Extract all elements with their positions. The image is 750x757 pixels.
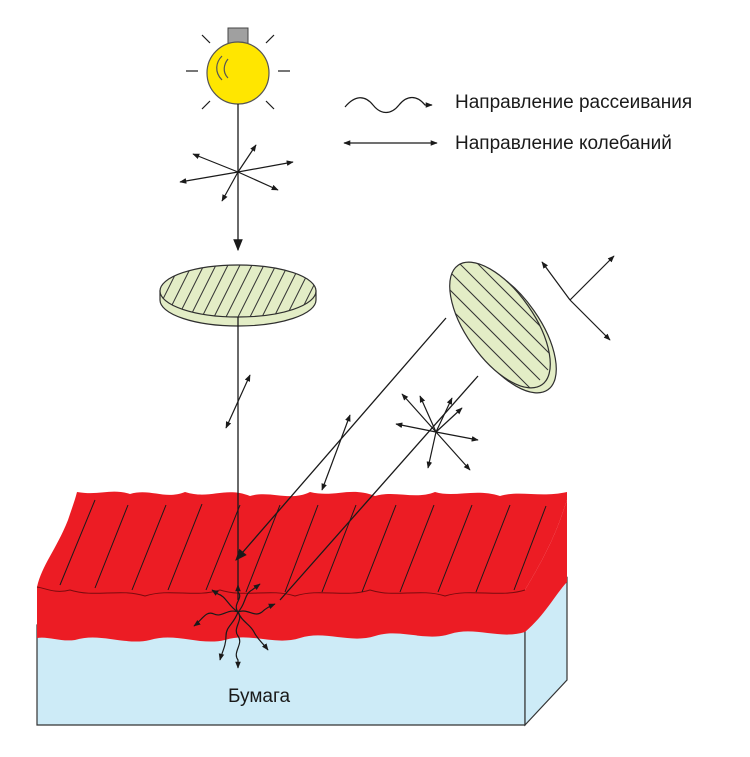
transmitted-polarization-arrows (541, 255, 615, 341)
lamp-bulb (206, 41, 270, 105)
vibration-arrow-vertical-beam (225, 374, 251, 429)
analyzer-polarizer (430, 245, 570, 405)
dye-layer-front-face (37, 587, 525, 642)
legend: Направление рассеивания Направление коле… (343, 92, 692, 154)
dye-surface-lines (59, 499, 547, 593)
paper-label: Бумага (228, 686, 290, 707)
legend-oscillation-label: Направление колебаний (455, 133, 672, 154)
scattering-wave-icon (344, 96, 433, 114)
paper-substrate: Бумага (36, 576, 568, 727)
unpolarized-star-reflected (395, 393, 479, 471)
top-polarizer (159, 264, 317, 327)
dye-layer-top-surface (37, 491, 567, 596)
legend-scattering-label: Направление рассеивания (455, 92, 692, 113)
vibration-arrow-reflected-beam (321, 414, 351, 491)
dye-layer-side-face (525, 500, 567, 632)
light-source-lamp-icon (186, 27, 290, 110)
dye-layer (36, 491, 567, 642)
unpolarized-star-top (179, 144, 294, 202)
scattering-waves-in-dye (193, 583, 276, 669)
lamp-rays (186, 34, 290, 110)
